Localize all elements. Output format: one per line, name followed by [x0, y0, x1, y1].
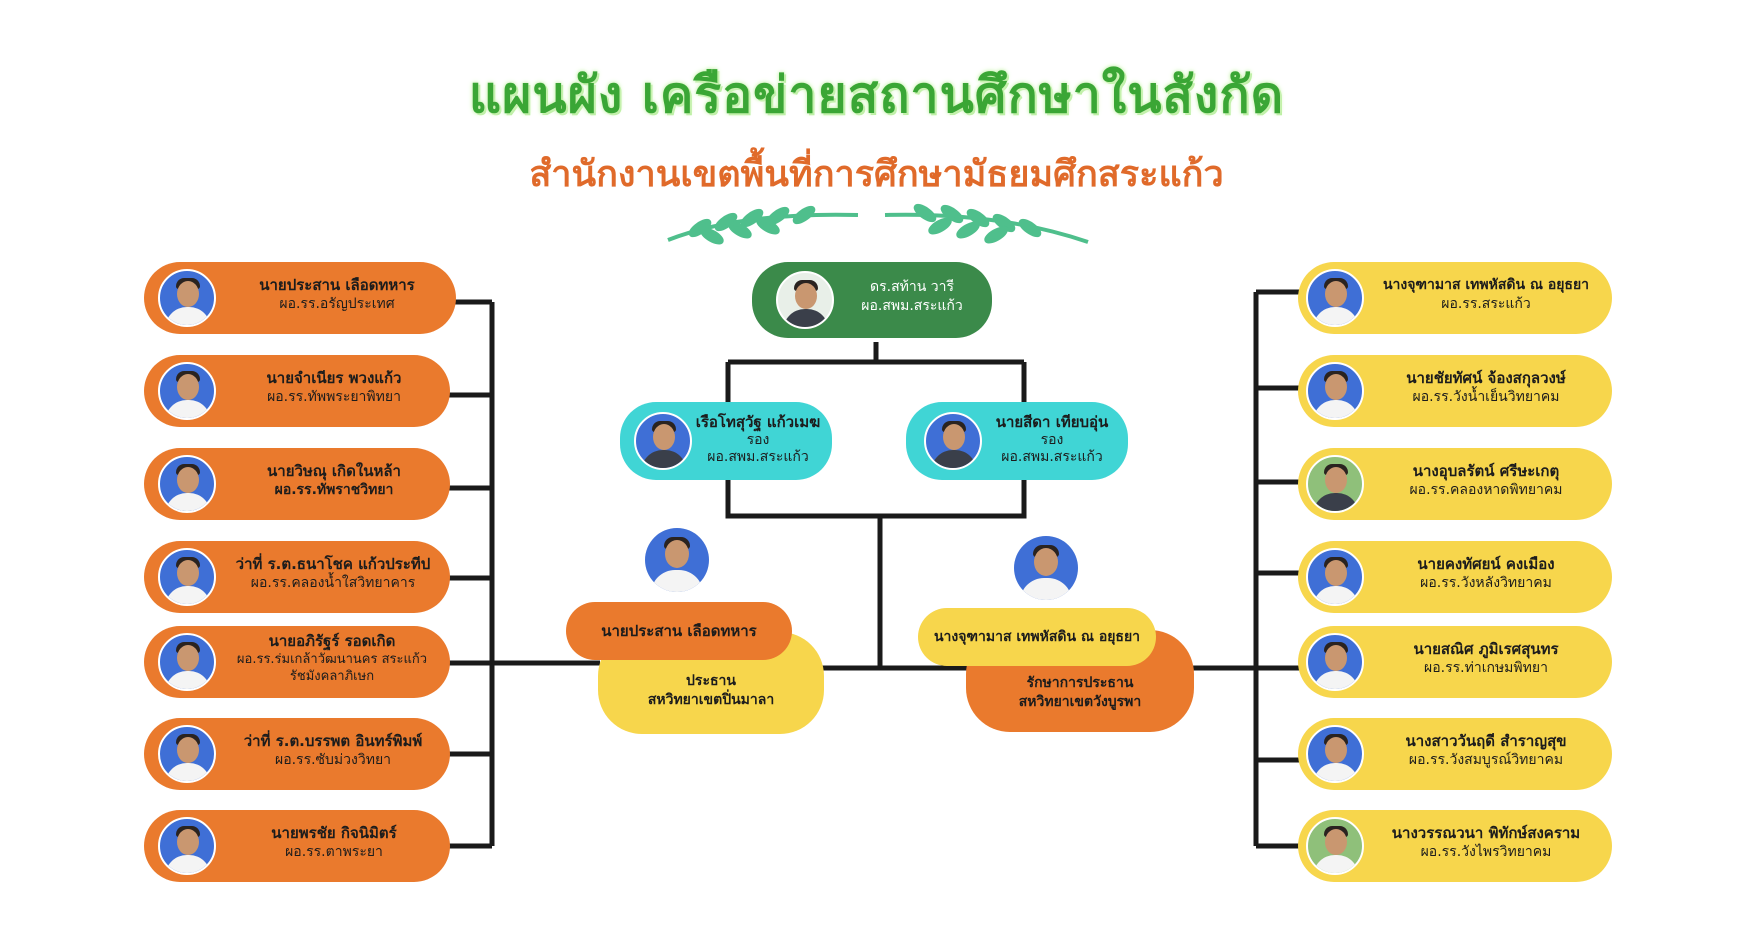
left-school-5-name: นายอภิรัฐร์ รอดเกิด [268, 632, 396, 650]
left-school-1-photo [158, 269, 216, 327]
left-school-7: นายพรชัย กิจนิมิตร์ ผอ.รร.ตาพระยา [144, 810, 450, 882]
left-school-2-photo [158, 362, 216, 420]
right-school-4-photo [1306, 548, 1364, 606]
right-school-3-name: นางอุบลรัตน์ ศรีษะเกตุ [1412, 462, 1560, 480]
left-school-4-name: ว่าที่ ร.ต.ธนาโชค แก้วประทีป [235, 555, 431, 573]
deputy-box-1: เรือโทสุวัฐ แก้วเมฆ รอง ผอ.สพม.สระแก้ว [620, 402, 832, 480]
left-school-2: นายจำเนียร พวงแก้ว ผอ.รร.ทัพพระยาพิทยา [144, 355, 450, 427]
right-school-3-photo [1306, 455, 1364, 513]
right-school-3-school: ผอ.รร.คลองหาดพิทยาคม [1409, 482, 1563, 498]
right-school-1: นางจุฑามาส เทพหัสดิน ณ อยุธยา ผอ.รร.สระแ… [1298, 262, 1612, 334]
left-school-6: ว่าที่ ร.ต.บรรพต อินทร์พิมพ์ ผอ.รร.ซับม่… [144, 718, 450, 790]
director-name: ดร.สท้าน วารี [870, 279, 954, 295]
left-school-5-photo [158, 633, 216, 691]
right-school-6-name: นางสาววันฤดี สำราญสุข [1405, 732, 1567, 750]
left-school-2-school: ผอ.รร.ทัพพระยาพิทยา [267, 389, 401, 405]
cluster-1-title-line2: สหวิทยาเขตปิ่นมาลา [647, 692, 775, 708]
right-school-7: นางวรรณวนา พิทักษ์สงคราม ผอ.รร.วังไพรวิท… [1298, 810, 1612, 882]
deputy-box-2: นายสีดา เทียบอุ่น รอง ผอ.สพม.สระแก้ว [906, 402, 1128, 480]
leaf-decoration [667, 203, 1089, 245]
deputy-2-photo [924, 412, 982, 470]
left-school-4: ว่าที่ ร.ต.ธนาโชค แก้วประทีป ผอ.รร.คลองน… [144, 541, 450, 613]
right-school-1-photo [1306, 269, 1364, 327]
left-school-5-school: ผอ.รร.ร่มเกล้าวัฒนานคร สระแก้ว [236, 652, 428, 667]
page-subtitle: สำนักงานเขตพื้นที่การศึกษามัธยมศึกสระแก้… [529, 154, 1224, 195]
right-school-2-school: ผอ.รร.วังน้ำเย็นวิทยาคม [1412, 389, 1560, 405]
right-school-5-photo [1306, 633, 1364, 691]
left-school-4-photo [158, 548, 216, 606]
right-school-7-school: ผอ.รร.วังไพรวิทยาคม [1420, 844, 1552, 860]
deputy-1-name: เรือโทสุวัฐ แก้วเมฆ [695, 413, 821, 431]
right-school-1-school: ผอ.รร.สระแก้ว [1441, 296, 1531, 312]
right-school-6-school: ผอ.รร.วังสมบูรณ์วิทยาคม [1408, 752, 1564, 768]
right-school-3: นางอุบลรัตน์ ศรีษะเกตุ ผอ.รร.คลองหาดพิทย… [1298, 448, 1612, 520]
right-school-2: นายชัยทัศน์ จ้องสกุลวงษ์ ผอ.รร.วังน้ำเย็… [1298, 355, 1612, 427]
right-school-2-name: นายชัยทัศน์ จ้องสกุลวงษ์ [1406, 369, 1566, 387]
director-box: ดร.สท้าน วารี ผอ.สพม.สระแก้ว [752, 262, 992, 338]
deputy-2-position: ผอ.สพม.สระแก้ว [1001, 449, 1103, 465]
right-school-7-photo [1306, 817, 1364, 875]
cluster-2-name-box: นางจุฑามาส เทพหัสดิน ณ อยุธยา [918, 608, 1156, 666]
right-school-5: นายสณิศ ภูมิเรศสุนทร ผอ.รร.ท่าเกษมพิทยา [1298, 626, 1612, 698]
right-school-5-school: ผอ.รร.ท่าเกษมพิทยา [1424, 660, 1548, 676]
cluster-2-title-line2: สหวิทยาเขตวังบูรพา [1018, 694, 1142, 710]
cluster-2-title-line1: รักษาการประธาน [1026, 675, 1134, 691]
left-school-3-name: นายวิษณุ เกิดในหล้า [267, 462, 401, 480]
cluster-1-photo [645, 528, 709, 592]
cluster-2-name: นางจุฑามาส เทพหัสดิน ณ อยุธยา [933, 629, 1141, 645]
left-school-2-name: นายจำเนียร พวงแก้ว [266, 369, 402, 387]
cluster-1-name: นายประสาน เลือดทหาร [601, 622, 757, 640]
deputy-2-name: นายสีดา เทียบอุ่น [995, 413, 1109, 431]
left-school-7-school: ผอ.รร.ตาพระยา [285, 844, 383, 860]
left-school-3-school: ผอ.รร.ทัพราชวิทยา [274, 482, 394, 498]
left-school-1-name: นายประสาน เลือดทหาร [259, 276, 415, 294]
left-school-6-name: ว่าที่ ร.ต.บรรพต อินทร์พิมพ์ [243, 732, 423, 750]
cluster-1-title-line1: ประธาน [686, 673, 736, 689]
left-school-5: นายอภิรัฐร์ รอดเกิด ผอ.รร.ร่มเกล้าวัฒนาน… [144, 626, 450, 698]
right-school-4-school: ผอ.รร.วังหลังวิทยาคม [1420, 575, 1552, 591]
page-title: แผนผัง เครือข่ายสถานศึกษาในสังกัด [468, 66, 1285, 124]
left-school-4-school: ผอ.รร.คลองน้ำใสวิทยาคาร [250, 575, 416, 591]
deputy-2-role: รอง [1040, 432, 1064, 448]
director-position: ผอ.สพม.สระแก้ว [861, 298, 963, 314]
cluster-1-name-box: นายประสาน เลือดทหาร [566, 602, 792, 660]
left-school-3-photo [158, 455, 216, 513]
right-school-7-name: นางวรรณวนา พิทักษ์สงคราม [1391, 824, 1581, 842]
left-school-1-school: ผอ.รร.อรัญประเทศ [279, 296, 395, 312]
deputy-1-position: ผอ.สพม.สระแก้ว [707, 449, 809, 465]
right-school-2-photo [1306, 362, 1364, 420]
right-school-5-name: นายสณิศ ภูมิเรศสุนทร [1413, 640, 1559, 658]
left-school-5-school-line2: รัชมังคลาภิเษก [289, 669, 375, 684]
left-school-7-name: นายพรชัย กิจนิมิตร์ [271, 824, 397, 842]
deputy-1-role: รอง [746, 432, 770, 448]
cluster-2-photo [1014, 536, 1078, 600]
left-school-6-photo [158, 725, 216, 783]
right-school-4: นายคงทัศยน์ คงเมือง ผอ.รร.วังหลังวิทยาคม [1298, 541, 1612, 613]
left-school-7-photo [158, 817, 216, 875]
right-school-4-name: นายคงทัศยน์ คงเมือง [1417, 555, 1555, 573]
director-photo [776, 271, 834, 329]
left-school-6-school: ผอ.รร.ซับม่วงวิทยา [274, 752, 392, 768]
left-school-3: นายวิษณุ เกิดในหล้า ผอ.รร.ทัพราชวิทยา [144, 448, 450, 520]
left-school-1: นายประสาน เลือดทหาร ผอ.รร.อรัญประเทศ [144, 262, 456, 334]
right-school-1-name: นางจุฑามาส เทพหัสดิน ณ อยุธยา [1382, 277, 1590, 293]
right-school-6: นางสาววันฤดี สำราญสุข ผอ.รร.วังสมบูรณ์วิ… [1298, 718, 1612, 790]
deputy-1-photo [634, 412, 692, 470]
right-school-6-photo [1306, 725, 1364, 783]
